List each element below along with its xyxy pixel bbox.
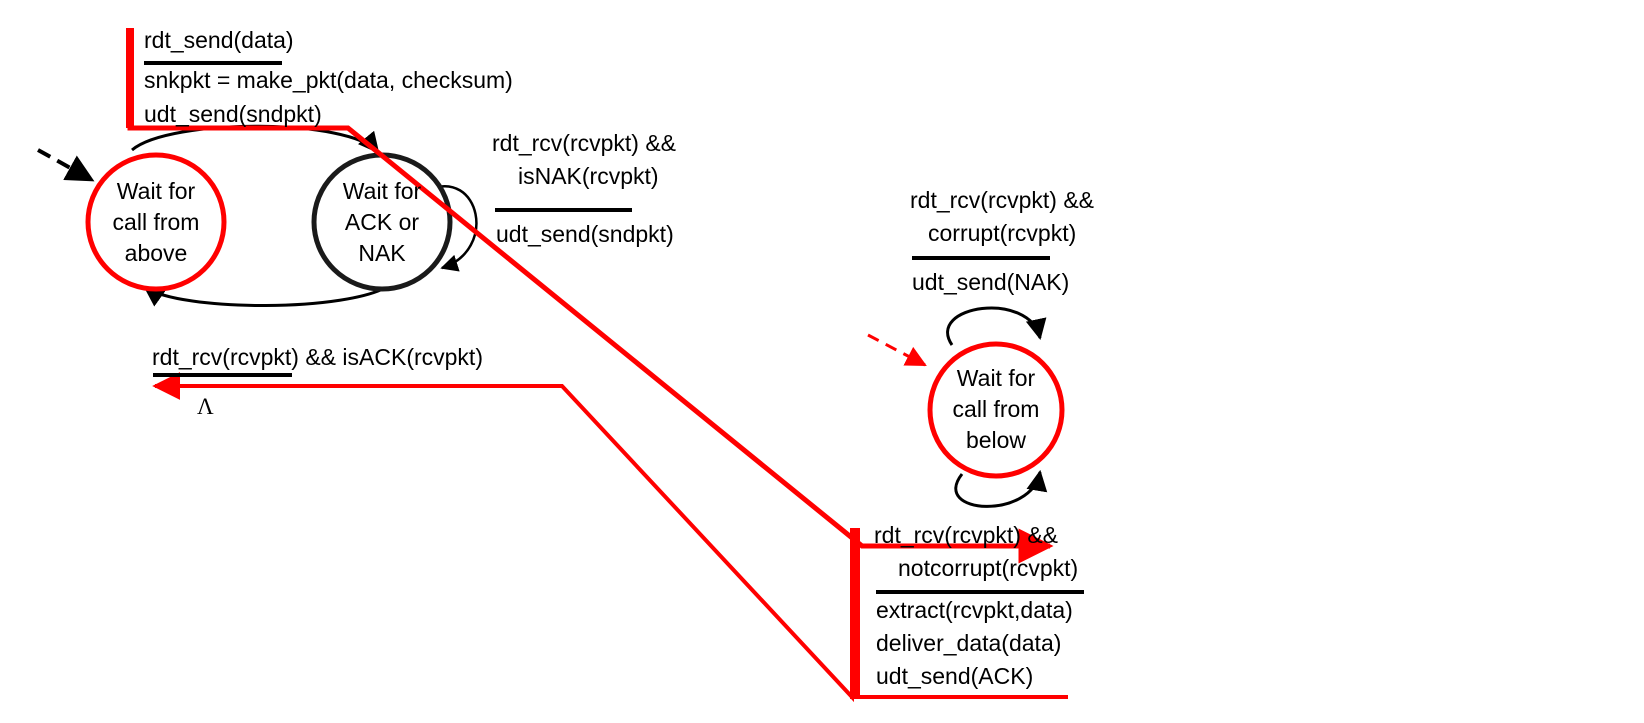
sender-state-wait-call-from-above [85,152,227,292]
corrupt-event-line1: rdt_rcv(rcvpkt) && [910,187,1095,213]
ack-action-lambda: Λ [197,394,214,419]
notcorrupt-action-extract: extract(rcvpkt,data) [876,597,1073,623]
send-event-label: rdt_send(data) [144,27,294,53]
notcorrupt-action-udt-send: udt_send(ACK) [876,663,1034,689]
send-action-udt-send: udt_send(sndpkt) [144,101,322,127]
state-label-sender-wait-call: Wait for call from above [112,178,200,266]
receiver-state-wait-call-from-below [927,341,1065,479]
notcorrupt-event-line2: notcorrupt(rcvpkt) [898,555,1079,581]
sender-ack-transition-arc [143,283,391,307]
state-label-sender-wait-ack: Wait for ACK or NAK [342,178,422,266]
sender-initial-arrow [37,148,95,182]
notcorrupt-event-line1: rdt_rcv(rcvpkt) && [874,522,1059,548]
nak-action-udt-send: udt_send(sndpkt) [496,221,674,247]
corrupt-event-line2: corrupt(rcvpkt) [928,220,1077,246]
send-action-make-pkt: snkpkt = make_pkt(data, checksum) [144,67,513,93]
receiver-initial-arrow [867,333,927,367]
notcorrupt-self-loop [954,469,1048,508]
notcorrupt-action-deliver: deliver_data(data) [876,630,1062,656]
ack-event-label: rdt_rcv(rcvpkt) && isACK(rcvpkt) [152,344,483,370]
nak-event-line1: rdt_rcv(rcvpkt) && [492,130,677,156]
state-label-receiver-wait-call: Wait for call from below [952,365,1040,453]
nak-self-loop [427,185,478,272]
corrupt-self-loop [946,306,1047,346]
nak-event-line2: isNAK(rcvpkt) [518,163,659,189]
corrupt-action-udt-send: udt_send(NAK) [912,269,1070,295]
